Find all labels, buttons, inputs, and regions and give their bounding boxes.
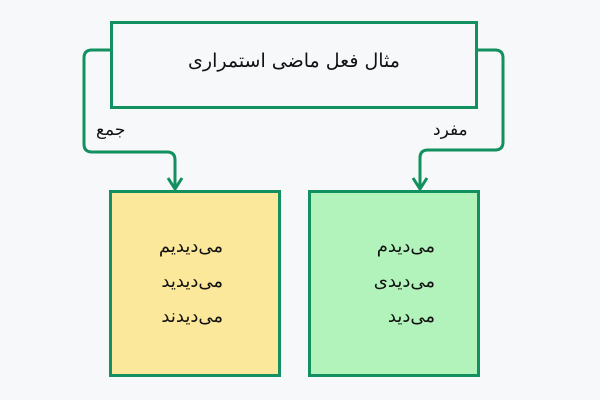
plural-item: می‌دیدند [161, 306, 223, 327]
plural-box: می‌دیدیم می‌دیدید می‌دیدند [109, 190, 281, 377]
arrow-head-plural [166, 177, 184, 192]
singular-list: می‌دیدم می‌دیدی می‌دید [374, 229, 435, 334]
diagram-title: مثال فعل ماضی استمراری [188, 50, 400, 72]
connector-plural [82, 48, 177, 186]
plural-item: می‌دیدید [161, 271, 223, 292]
plural-label: جمع [96, 120, 126, 140]
title-box: مثال فعل ماضی استمراری [110, 21, 478, 109]
plural-list: می‌دیدیم می‌دیدید می‌دیدند [159, 229, 223, 334]
connector-singular [418, 48, 505, 186]
singular-item: می‌دید [387, 306, 435, 327]
singular-item: می‌دیدی [373, 271, 435, 292]
singular-label: مفرد [433, 120, 468, 140]
arrow-head-singular [411, 177, 429, 192]
singular-item: می‌دیدم [376, 236, 435, 257]
plural-item: می‌دیدیم [158, 236, 223, 257]
singular-box: می‌دیدم می‌دیدی می‌دید [308, 190, 480, 377]
